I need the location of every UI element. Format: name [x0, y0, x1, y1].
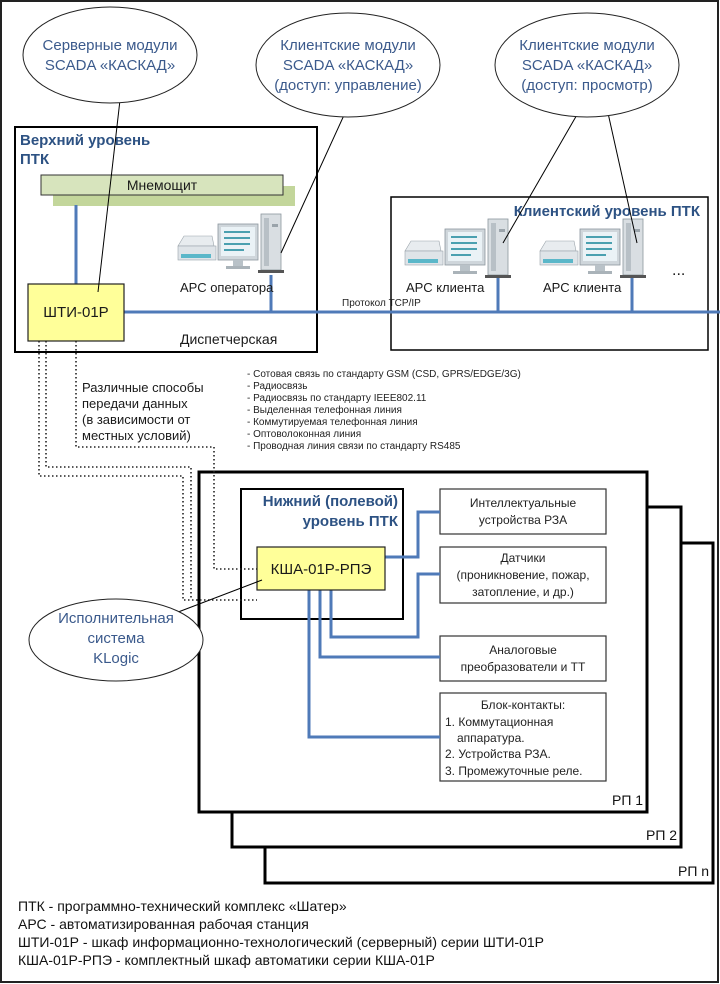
svg-text:система: система: [87, 630, 145, 647]
svg-text:(доступ: управление): (доступ: управление): [274, 77, 422, 94]
svg-text:Различные способы: Различные способы: [82, 380, 204, 395]
upper-level-title-1: Верхний уровень: [20, 132, 150, 149]
svg-text:SCADA «КАСКАД»: SCADA «КАСКАД»: [45, 57, 175, 74]
svg-text:- Сотовая связь по стандарту G: - Сотовая связь по стандарту GSM (CSD, G…: [247, 369, 521, 380]
lower-level-title-1: Нижний (полевой): [263, 493, 398, 510]
svg-text:преобразователи и ТТ: преобразователи и ТТ: [461, 660, 586, 674]
svg-text:устройства РЗА: устройства РЗА: [479, 513, 567, 527]
protocol-label: Протокол TCP/IP: [342, 298, 421, 309]
svg-text:3. Промежуточные реле.: 3. Промежуточные реле.: [445, 764, 583, 778]
svg-text:(в зависимости от: (в зависимости от: [82, 412, 190, 427]
rp-label-2: РП 2: [646, 827, 677, 843]
svg-text:КША-01Р-РПЭ - комплектный шкаф: КША-01Р-РПЭ - комплектный шкаф автоматик…: [18, 952, 435, 968]
svg-text:1. Коммутационная: 1. Коммутационная: [445, 715, 553, 729]
oval-klogic: Исполнительная система KLogic: [28, 598, 204, 682]
svg-text:местных условий): местных условий): [82, 428, 191, 443]
rp-label-n: РП n: [678, 863, 709, 879]
device-rza: Интеллектуальные устройства РЗА: [439, 488, 607, 535]
svg-text:Мнемощит: Мнемощит: [127, 177, 198, 193]
more-clients-ellipsis: ...: [672, 262, 685, 279]
lower-level-title-2: уровень ПТК: [303, 513, 399, 530]
callout-lines: [97, 99, 638, 615]
svg-text:КША-01Р-РПЭ: КША-01Р-РПЭ: [271, 561, 372, 578]
svg-text:KLogic: KLogic: [93, 650, 139, 667]
svg-text:передачи данных: передачи данных: [82, 396, 188, 411]
device-sensors: Датчики (проникновение, пожар, затоплени…: [439, 546, 607, 604]
svg-text:Клиентские модули: Клиентские модули: [519, 37, 655, 54]
svg-text:аппаратура.: аппаратура.: [457, 731, 525, 745]
svg-text:2. Устройства РЗА.: 2. Устройства РЗА.: [445, 747, 551, 761]
ksha-cabinet: КША-01Р-РПЭ: [256, 546, 386, 591]
transfer-methods-list: - Сотовая связь по стандарту GSM (CSD, G…: [247, 369, 521, 452]
svg-text:затопление, и др.): затопление, и др.): [472, 585, 574, 599]
ksha-device-links: [307, 510, 440, 739]
svg-text:- Проводная линия связи по ста: - Проводная линия связи по стандарту RS4…: [247, 441, 461, 452]
svg-text:Исполнительная: Исполнительная: [58, 610, 174, 627]
upper-level-title-2: ПТК: [20, 151, 50, 168]
svg-text:- Оптоволоконная линия: - Оптоволоконная линия: [247, 429, 361, 440]
device-analog: Аналоговые преобразователи и ТТ: [439, 635, 607, 682]
svg-text:SCADA «КАСКАД»: SCADA «КАСКАД»: [522, 57, 652, 74]
room-label: Диспетчерская: [180, 331, 277, 347]
svg-text:Клиентские модули: Клиентские модули: [280, 37, 416, 54]
svg-text:АРС - автоматизированная рабоч: АРС - автоматизированная рабочая станция: [18, 916, 309, 932]
client-label-2: АРС клиента: [543, 280, 622, 295]
oval-client-control: Клиентские модули SCADA «КАСКАД» (доступ…: [255, 12, 441, 118]
svg-text:Блок-контакты:: Блок-контакты:: [481, 698, 565, 712]
svg-text:ШТИ-01Р: ШТИ-01Р: [43, 304, 108, 321]
svg-text:Датчики: Датчики: [501, 551, 546, 565]
svg-text:SCADA «КАСКАД»: SCADA «КАСКАД»: [283, 57, 413, 74]
sti-cabinet: ШТИ-01Р: [27, 283, 125, 342]
svg-text:Аналоговые: Аналоговые: [489, 643, 557, 657]
oval-server-modules: Серверные модули SCADA «КАСКАД»: [22, 6, 198, 104]
mnemo-board: Мнемощит: [40, 174, 295, 206]
client-level-box: [390, 196, 709, 351]
client-label-1: АРС клиента: [406, 280, 485, 295]
data-transfer-paths: [38, 341, 257, 601]
svg-text:- Радиосвязь по стандарту IEEE: - Радиосвязь по стандарту IEEE802.11: [247, 393, 427, 404]
operator-label: АРС оператора: [180, 280, 274, 295]
abbreviation-legend: ПТК - программно-технический комплекс «Ш…: [18, 898, 544, 968]
svg-text:ШТИ-01Р - шкаф информационно-т: ШТИ-01Р - шкаф информационно-технологиче…: [18, 934, 544, 950]
oval-client-view: Клиентские модули SCADA «КАСКАД» (доступ…: [494, 12, 680, 118]
svg-text:- Радиосвязь: - Радиосвязь: [247, 381, 307, 392]
svg-text:Интеллектуальные: Интеллектуальные: [470, 496, 577, 510]
svg-text:ПТК - программно-технический к: ПТК - программно-технический комплекс «Ш…: [18, 898, 347, 914]
network-links: [74, 205, 720, 314]
svg-text:- Выделенная телефонная линия: - Выделенная телефонная линия: [247, 404, 402, 416]
transfer-note: Различные способы передачи данных (в зав…: [82, 380, 204, 443]
svg-text:- Коммутируемая телефонная лин: - Коммутируемая телефонная линия: [247, 416, 418, 428]
svg-text:Серверные модули: Серверные модули: [43, 37, 178, 54]
rp-label-1: РП 1: [612, 792, 643, 808]
client-level-title: Клиентский уровень ПТК: [514, 203, 701, 220]
device-contacts: Блок-контакты: 1. Коммутационная аппарат…: [439, 692, 607, 782]
svg-text:(проникновение, пожар,: (проникновение, пожар,: [456, 568, 589, 582]
svg-text:(доступ: просмотр): (доступ: просмотр): [521, 77, 652, 94]
